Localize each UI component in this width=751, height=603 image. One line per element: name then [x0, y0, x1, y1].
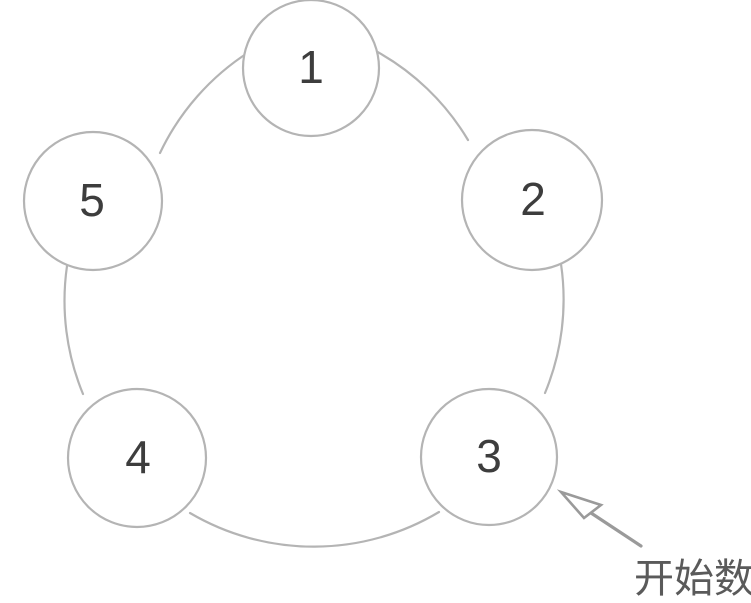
node-2-circle[interactable]: [460, 128, 604, 272]
edge-5-to-1: [158, 50, 251, 155]
node-3[interactable]: 3: [419, 387, 559, 527]
node-1-label: 1: [298, 41, 324, 93]
node-5[interactable]: 5: [22, 130, 164, 272]
node-4[interactable]: 4: [66, 387, 208, 529]
annotation-text: 开始数: [634, 556, 751, 602]
ring-nodes: 1 2 3 4 5: [22, 0, 604, 529]
ring-connections: [63, 48, 565, 548]
edge-4-to-5: [63, 264, 85, 396]
node-2-label: 2: [520, 173, 546, 225]
node-3-label: 3: [476, 430, 502, 482]
annotation-arrow-head-icon: [556, 489, 604, 520]
edge-1-to-2: [372, 48, 470, 142]
start-annotation: 开始数: [556, 489, 751, 602]
node-3-circle[interactable]: [419, 387, 559, 527]
annotation-arrow-shaft: [586, 509, 643, 548]
node-1-circle[interactable]: [241, 0, 381, 138]
node-4-label: 4: [125, 431, 151, 483]
node-2[interactable]: 2: [460, 128, 604, 272]
node-1[interactable]: 1: [241, 0, 381, 138]
node-5-label: 5: [79, 174, 105, 226]
edge-2-to-3: [543, 262, 565, 395]
node-4-circle[interactable]: [66, 387, 208, 529]
edge-3-to-4: [188, 510, 441, 548]
node-5-circle[interactable]: [22, 130, 164, 272]
